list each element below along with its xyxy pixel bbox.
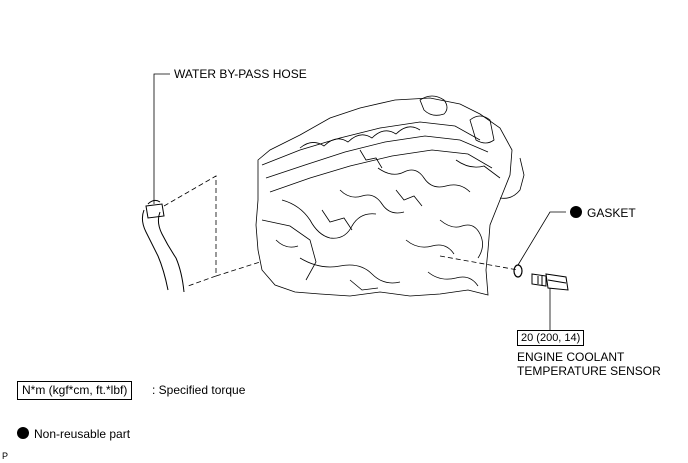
sensor-label-line2: TEMPERATURE SENSOR [517,364,661,378]
hose-projection-lines [163,175,261,287]
coolant-sensor-drawing [531,273,569,291]
engine-outline [255,95,525,297]
figure-code: P [2,451,9,461]
bypass-hose-drawing [141,199,185,293]
sensor-projection-line [439,255,519,271]
sensor-torque-box: 20 (200, 14) [517,330,585,346]
legend-torque-description: : Specified torque [152,383,246,397]
sensor-label-line1: ENGINE COOLANT [517,350,625,364]
legend-torque-box: N*m (kgf*cm, ft.*lbf) [17,381,133,400]
gasket-leader-line [517,211,566,266]
legend-nonreusable-description: Non-reusable part [34,427,131,441]
water-bypass-hose-label: WATER BY-PASS HOSE [174,67,307,81]
hose-leader-line [153,73,170,204]
legend-nonreusable-icon [17,427,29,439]
gasket-nonreusable-icon [570,206,582,218]
gasket-ring [513,264,523,278]
gasket-label: GASKET [587,206,636,220]
